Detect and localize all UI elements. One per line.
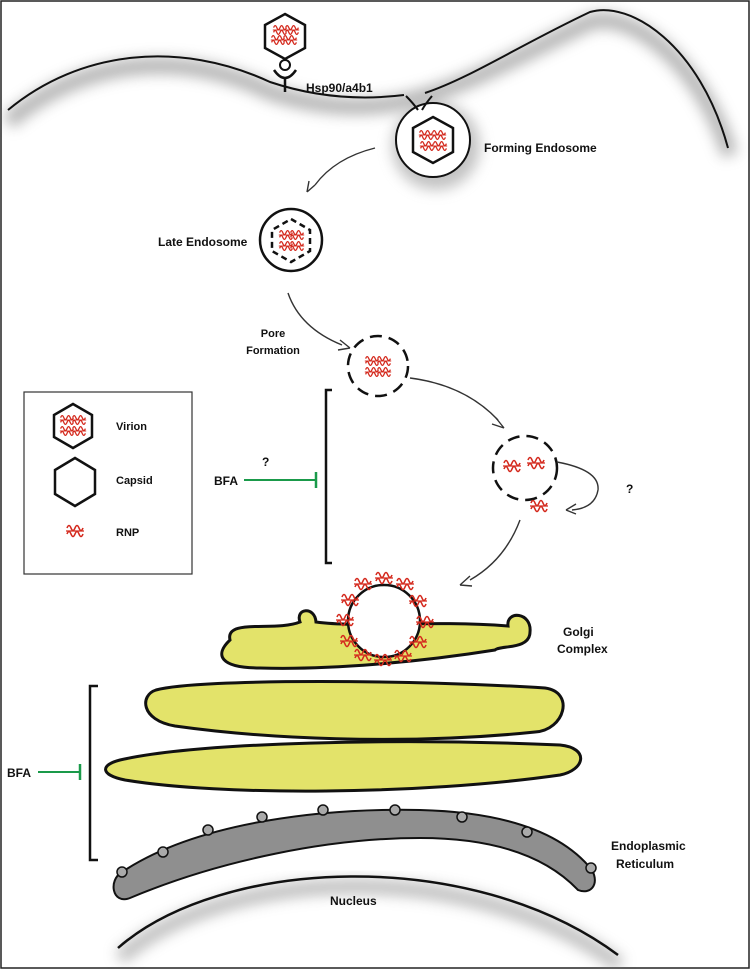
virion-icon [52,402,94,450]
lower-bfa-label: BFA [7,766,31,780]
golgi-label-line1: Golgi [563,625,594,639]
upper-bfa-label: BFA [214,474,238,488]
arrow-rnp-cycle [556,461,599,515]
late-endosome [258,207,324,273]
arrow-to-golgi-vesicle [459,519,521,587]
ribosomes [116,804,597,878]
er-label-line1: Endoplasmic [611,839,686,853]
golgi-label-line2: Complex [557,642,608,656]
late-endosome-label: Late Endosome [158,235,248,249]
receptor-label: Hsp90/a4b1 [306,81,373,95]
nuclear-envelope [115,875,625,969]
pore-formation-label-line2: Formation [246,345,300,357]
er-label-line2: Reticulum [616,857,674,871]
porous-vesicle-2 [491,434,559,513]
porous-vesicle-1 [346,334,410,398]
legend: Virion Capsid RNP [23,391,193,575]
bound-virion [263,12,307,61]
arrow-pore-formation [287,292,351,351]
capsid-icon [53,456,97,508]
forming-endosome [392,95,480,190]
legend-rnp-label: RNP [116,527,139,539]
lower-bracket [88,684,98,862]
question-mark-cycle: ? [626,482,633,496]
upper-bracket [324,388,332,565]
endoplasmic-reticulum [112,804,597,901]
legend-virion-label: Virion [116,421,147,433]
nucleus-label: Nucleus [330,894,377,908]
receptor-icon [272,59,298,92]
golgi-complex [104,609,583,793]
golgi-vesicle [335,571,435,667]
forming-endosome-label: Forming Endosome [484,141,597,155]
upper-question-mark: ? [262,455,269,469]
pore-formation-label-line1: Pore [261,328,285,340]
legend-capsid-label: Capsid [116,475,153,487]
upper-bfa-inhibitor [244,472,318,488]
arrow-to-late-endosome [306,147,376,193]
arrow-to-rnp-release [409,377,505,429]
lower-bfa-inhibitor [38,764,82,780]
